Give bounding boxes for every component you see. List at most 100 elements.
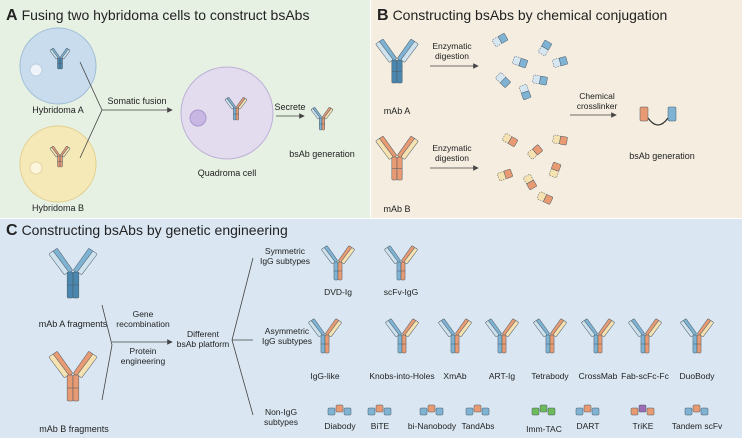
fragments-bracket [101, 304, 113, 401]
symmetric-format-0 [321, 245, 355, 281]
panel-c-title-text: Constructing bsAbs by genetic engineerin… [21, 222, 288, 238]
quadroma-cell [180, 66, 274, 160]
symmetric-format-1 [384, 245, 418, 281]
nonigg-format-label-7: Tandem scFv [672, 421, 723, 431]
nonigg-format-label-6: TriKE [633, 421, 654, 431]
label-crosslinker: crosslinker [577, 101, 618, 111]
fragment-b-0 [502, 133, 518, 147]
label-recombination: recombination [116, 319, 170, 329]
label-protein: Protein [130, 346, 157, 356]
hybridoma-b-antibody [49, 146, 71, 168]
format-labels: DVD-Ig scFv-IgG IgG-like Knobs-into-Holes Xm… [310, 287, 723, 434]
panel-b-title-text: Constructing bsAbs by chemical conjugati… [392, 7, 668, 23]
nonigg-format-label-1: BiTE [371, 421, 390, 431]
mab-a-fragments-illustration [48, 248, 98, 299]
label-quadroma-cell: Quadroma cell [198, 168, 257, 178]
panel-a-title-text: Fusing two hybridoma cells to construct … [21, 7, 310, 23]
label-mab-b-fragments: mAb B fragments [39, 424, 109, 434]
fragment-b-5 [548, 162, 562, 178]
fragment-a-4 [532, 74, 548, 86]
label-engineering: engineering [121, 356, 166, 366]
hybridoma-a-nucleus [29, 63, 43, 77]
label-enzymatic-a: Enzymatic [432, 41, 472, 51]
label-mab-a: mAb A [384, 106, 411, 116]
label-nonigg: Non-IgG [265, 407, 297, 417]
asymmetric-format-0 [308, 318, 342, 354]
panel-a-letter: A [6, 7, 18, 24]
label-secrete: Secrete [274, 102, 305, 112]
nonigg-format-label-5: DART [577, 421, 600, 431]
fragment-b-2 [552, 134, 568, 146]
panel-b [371, 0, 742, 218]
asymmetric-format-1 [385, 318, 419, 354]
fragment-a-2 [538, 40, 552, 56]
quadroma-nucleus [189, 109, 207, 127]
label-asymmetric-igg: IgG subtypes [262, 336, 312, 346]
asymmetric-format-label-0: IgG-like [310, 371, 340, 381]
fragment-a-6 [518, 84, 532, 100]
asymmetric-format-label-4: Tetrabody [531, 371, 569, 381]
mab-a-antibody [375, 39, 419, 84]
fragment-a-1 [512, 55, 528, 69]
fragment-a-5 [552, 56, 568, 68]
secreted-bsab [310, 107, 334, 131]
label-gene: Gene [133, 309, 154, 319]
panel-c [0, 219, 742, 438]
crosslinked-bsab [639, 106, 677, 126]
quadroma-antibody [224, 97, 248, 121]
nonigg-format-label-4: Imm-TAC [526, 424, 562, 434]
nonigg-format-4 [531, 404, 556, 416]
label-somatic-fusion: Somatic fusion [107, 96, 166, 106]
label-digestion-a: digestion [435, 51, 469, 61]
asymmetric-format-label-5: CrossMab [579, 371, 618, 381]
nonigg-format-0 [327, 404, 352, 416]
label-bsab-generation-b: bsAb generation [629, 151, 695, 161]
asymmetric-format-label-7: DuoBody [680, 371, 716, 381]
hybridoma-b-nucleus [29, 161, 43, 175]
fragment-b-1 [527, 144, 543, 160]
label-digestion-b: digestion [435, 153, 469, 163]
nonigg-format-3 [465, 404, 490, 416]
label-different: Different [187, 329, 220, 339]
label-bsab-generation-a: bsAb generation [289, 149, 355, 159]
nonigg-format-5 [575, 404, 600, 416]
label-symmetric: Symmetric [265, 246, 306, 256]
nonigg-format-label-2: bi-Nanobody [408, 421, 457, 431]
panel-c-letter: C [6, 222, 18, 239]
nonigg-format-label-0: Diabody [324, 421, 356, 431]
label-enzymatic-b: Enzymatic [432, 143, 472, 153]
asymmetric-format-4 [533, 318, 567, 354]
asymmetric-format-label-1: Knobs-into-Holes [369, 371, 434, 381]
asymmetric-format-label-2: XmAb [443, 371, 466, 381]
mab-b-antibody [375, 136, 419, 181]
label-mab-b: mAb B [383, 204, 410, 214]
asymmetric-format-3 [485, 318, 519, 354]
fragment-a-0 [492, 33, 508, 47]
label-asymmetric: Asymmetric [265, 326, 310, 336]
label-hybridoma-a: Hybridoma A [32, 105, 84, 115]
label-symmetric-igg: IgG subtypes [260, 256, 310, 266]
fragment-a-3 [495, 72, 511, 88]
nonigg-format-6 [630, 404, 655, 416]
label-bsab-platform: bsAb platform [177, 339, 229, 349]
symmetric-format-label-1: scFv-IgG [384, 287, 418, 297]
label-nonigg-subtypes: subtypes [264, 417, 298, 427]
nonigg-format-7 [684, 404, 709, 416]
asymmetric-format-7 [680, 318, 714, 354]
panel-b-letter: B [377, 7, 389, 24]
fragment-b-4 [523, 174, 537, 190]
label-chemical: Chemical [579, 91, 615, 101]
nonigg-format-1 [367, 404, 392, 416]
asymmetric-format-label-6: Fab-scFc-Fc [621, 371, 669, 381]
nonigg-format-label-3: TandAbs [461, 421, 494, 431]
nonigg-format-2 [419, 404, 444, 416]
symmetric-format-label-0: DVD-Ig [324, 287, 352, 297]
asymmetric-format-5 [581, 318, 615, 354]
asymmetric-format-6 [628, 318, 662, 354]
label-hybridoma-b: Hybridoma B [32, 203, 84, 213]
